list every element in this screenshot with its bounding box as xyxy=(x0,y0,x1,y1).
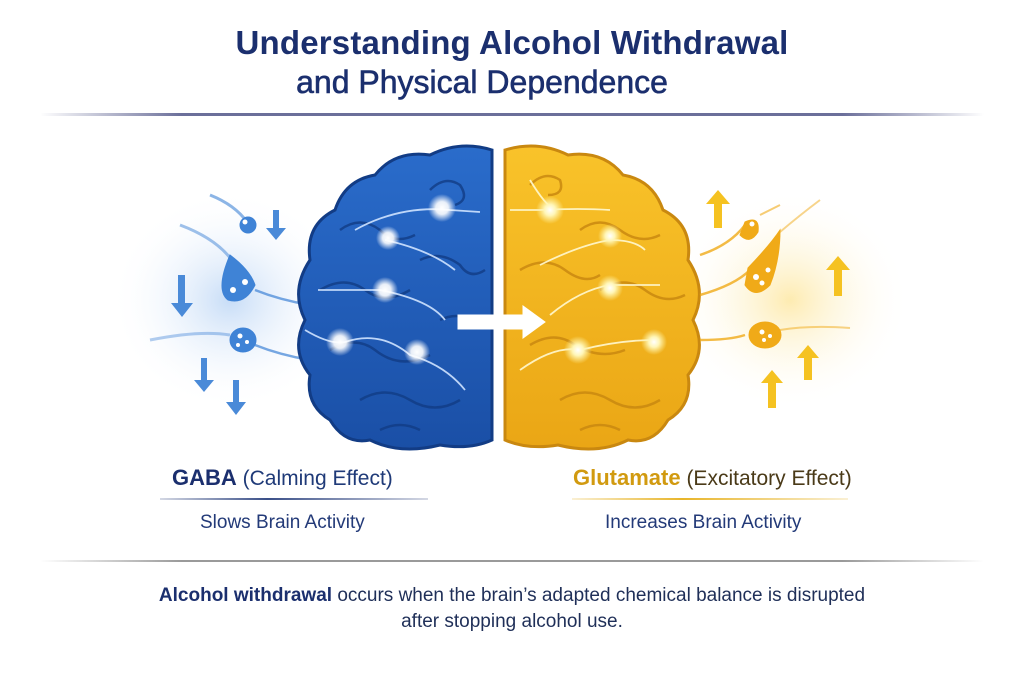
gaba-name: GABA xyxy=(172,465,237,490)
glutamate-name: Glutamate xyxy=(573,465,681,490)
gaba-effect: (Calming Effect) xyxy=(242,467,393,490)
footer-divider xyxy=(40,560,984,562)
arrow-up-icon-group xyxy=(706,190,850,408)
gaba-divider xyxy=(160,498,428,500)
glutamate-effect: (Excitatory Effect) xyxy=(686,467,852,490)
gaba-heading: GABA (Calming Effect) xyxy=(172,465,393,491)
glutamate-divider xyxy=(572,498,848,500)
footer-line-2: after stopping alcohol use. xyxy=(401,611,623,632)
footer-text-1: occurs when the brain’s adapted chemical… xyxy=(332,585,866,606)
title-line-2: and Physical Dependence xyxy=(296,64,668,101)
glutamate-description: Increases Brain Activity xyxy=(605,512,802,533)
arrow-right-icon xyxy=(457,305,546,339)
footer-bold: Alcohol withdrawal xyxy=(158,585,333,606)
gaba-description: Slows Brain Activity xyxy=(200,512,365,533)
title-divider xyxy=(40,113,984,116)
footer-caption: Alcohol withdrawal occurs when the brain… xyxy=(0,583,1024,635)
glutamate-heading: Glutamate (Excitatory Effect) xyxy=(573,465,852,491)
footer-line-1: Alcohol withdrawal occurs when the brain… xyxy=(0,583,1024,609)
brain-diagram xyxy=(110,144,910,451)
arrow-down-icon-group xyxy=(171,210,286,415)
title-line-1: Understanding Alcohol Withdrawal xyxy=(235,24,789,61)
